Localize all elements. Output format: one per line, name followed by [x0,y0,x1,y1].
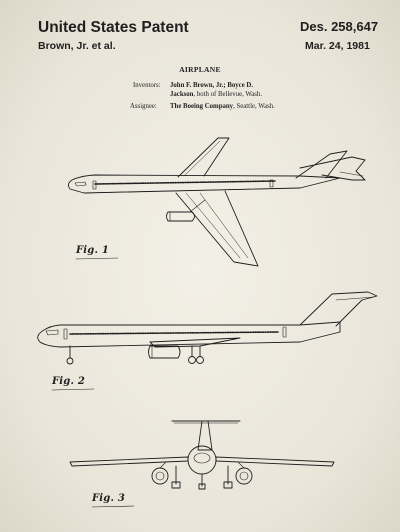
inventors-location: , both of Bellevue, Wash. [193,91,263,98]
figure-2-airplane-side [37,291,378,365]
patent-number: Des. 258,647 [300,19,379,34]
assignee-label: Assignee: [130,103,157,110]
inventors-label: Inventors: [133,82,161,89]
patent-date: Mar. 24, 1981 [305,40,370,52]
fig3-underline [91,505,135,508]
figure-2-label: Fig. 2 [52,376,86,387]
fig2-underline [51,388,95,391]
document-title: AIRPLANE [179,65,221,74]
inventors-line-2: Jackson, both of Bellevue, Wash. [170,91,262,98]
inventors-names: John F. Brown, Jr.; Boyce D. [170,82,254,89]
patent-header-inventors: Brown, Jr. et al. [38,40,116,52]
figure-1-label: Fig. 1 [76,245,110,256]
fig1-underline [75,257,119,260]
figure-3-airplane-front [69,420,335,490]
figure-1-airplane-perspective [67,137,366,267]
figure-3-label: Fig. 3 [92,493,126,504]
assignee-location: , Seattle, Wash. [233,103,275,110]
assignee-name: The Boeing Company [170,103,234,110]
inventors-name-jackson: Jackson [170,91,194,98]
inventors-line-1: John F. Brown, Jr.; Boyce D. [170,82,253,89]
assignee-line: The Boeing Company, Seattle, Wash. [170,103,275,110]
patent-header-title: United States Patent [38,19,189,36]
